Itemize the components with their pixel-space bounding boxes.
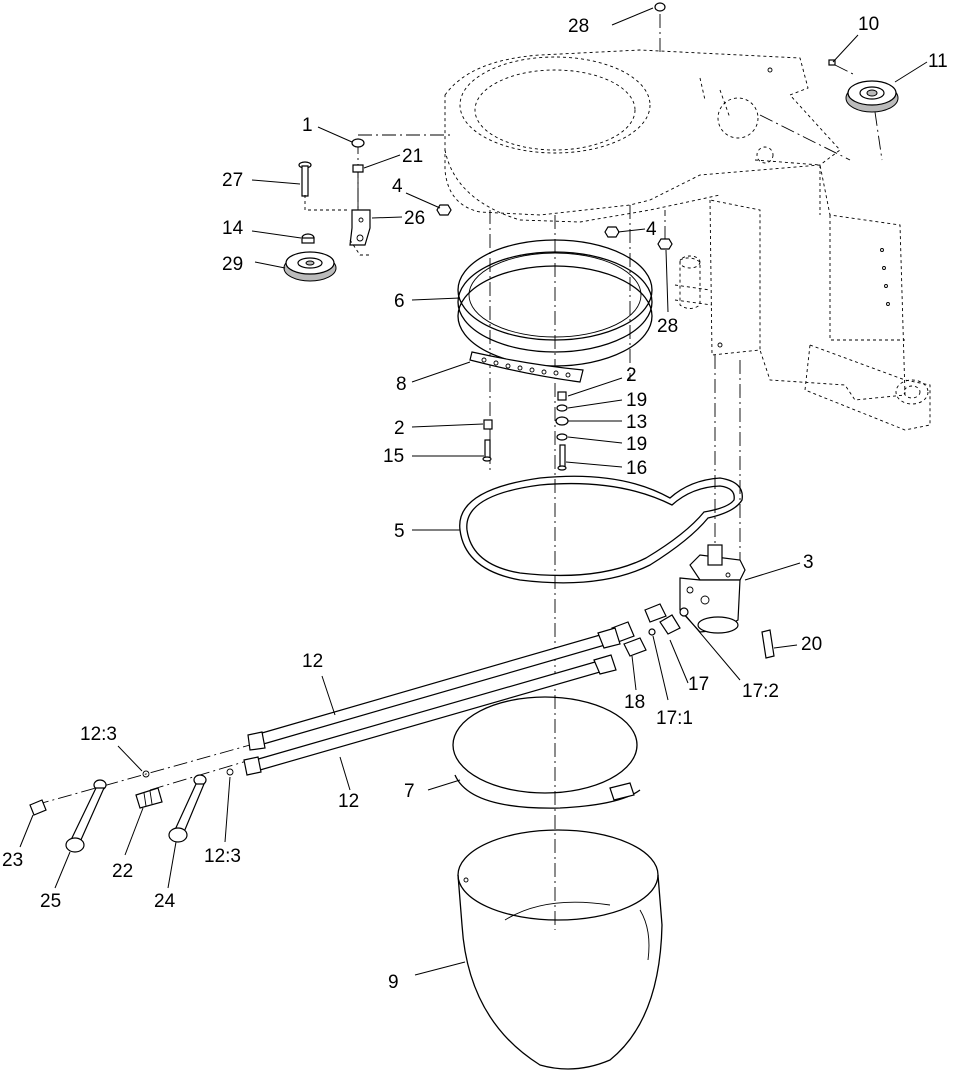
callout-21: 21	[402, 146, 423, 167]
part-26-bracket	[349, 209, 371, 246]
part-29-pulley	[283, 251, 337, 282]
callout-11: 11	[928, 51, 948, 72]
callout-26: 26	[404, 208, 425, 229]
callout-2: 2	[626, 365, 637, 386]
mounting-frame	[444, 49, 931, 431]
part-23-fitting	[29, 799, 47, 816]
part-4-nut-right	[604, 226, 620, 238]
part-4-nut-left	[436, 204, 452, 216]
callout-19b: 19	[626, 434, 647, 455]
callout-12b: 12	[338, 791, 359, 812]
part-5-belt	[459, 475, 743, 584]
part-17-fitting	[659, 614, 681, 635]
callout-6: 6	[394, 291, 405, 312]
callout-17: 17	[688, 674, 709, 695]
part-14-spacer	[301, 233, 315, 244]
callout-14: 14	[222, 218, 244, 239]
callout-17-1: 17:1	[656, 708, 693, 729]
part-3-motor	[679, 544, 746, 634]
part-2-spacer-left	[483, 419, 493, 430]
part-2-spacer-right	[557, 391, 567, 401]
part-27-bolt	[298, 161, 312, 197]
part-10-pin	[828, 59, 836, 66]
part-11-pulley	[845, 80, 899, 113]
assembly-center-lines	[34, 14, 883, 930]
part-28-top	[654, 2, 666, 12]
callout-28b: 28	[657, 316, 678, 337]
part-28-bottom	[657, 238, 673, 250]
part-16-bolt	[557, 444, 567, 471]
fitting-upper	[611, 603, 667, 643]
callout-2b: 2	[394, 418, 405, 439]
callout-23: 23	[2, 850, 23, 871]
callout-13: 13	[626, 412, 647, 433]
callout-9: 9	[388, 972, 399, 993]
part-21-nut	[352, 164, 364, 210]
callout-20: 20	[801, 634, 822, 655]
callout-10: 10	[858, 14, 879, 35]
callout-22: 22	[112, 861, 133, 882]
part-8-gear-segment	[469, 351, 584, 383]
callout-16: 16	[626, 458, 647, 479]
part-12-hoses	[243, 627, 621, 776]
part-25-lever	[65, 779, 107, 853]
part-15-bolt	[482, 439, 492, 462]
callout-29: 29	[222, 254, 243, 275]
callout-12: 12	[302, 651, 323, 672]
callout-8: 8	[396, 374, 407, 395]
part-1-washer	[351, 138, 365, 148]
part-12-3-oring-left	[142, 770, 150, 778]
callout-15: 15	[383, 446, 404, 467]
part-24-lever	[168, 774, 207, 843]
callout-3: 3	[803, 552, 814, 573]
part-20-fitting	[761, 629, 775, 659]
callout-12-3b: 12:3	[204, 846, 241, 867]
callout-5: 5	[394, 521, 405, 542]
callout-7: 7	[404, 781, 415, 802]
callout-24: 24	[154, 891, 176, 912]
part-22-fitting	[135, 787, 163, 809]
part-7-clamp	[452, 696, 641, 809]
part-19-washer-upper	[556, 404, 568, 412]
part-17-1-oring	[648, 628, 656, 636]
callout-18: 18	[624, 692, 645, 713]
part-9-bowl	[457, 829, 663, 1070]
callout-4: 4	[392, 176, 403, 197]
callout-28: 28	[568, 16, 589, 37]
callout-12-3a: 12:3	[80, 724, 117, 745]
part-12-3-oring-right	[226, 768, 234, 776]
callout-1: 1	[302, 115, 313, 136]
part-6-bearing-ring	[457, 239, 653, 367]
callout-labels: 1 21 27 4 26 14 29 28 10 11 4 28 6 8 2 1…	[2, 14, 948, 993]
part-18-fitting	[623, 637, 647, 657]
callout-17-2: 17:2	[742, 681, 779, 702]
callout-4b: 4	[646, 219, 657, 240]
callout-27: 27	[222, 170, 243, 191]
callout-19: 19	[626, 390, 647, 411]
part-17-2-oring	[679, 607, 689, 617]
callout-25: 25	[40, 891, 61, 912]
part-13-bushing	[555, 416, 569, 426]
part-19-washer-lower	[556, 433, 568, 441]
leader-lines	[19, 7, 928, 976]
